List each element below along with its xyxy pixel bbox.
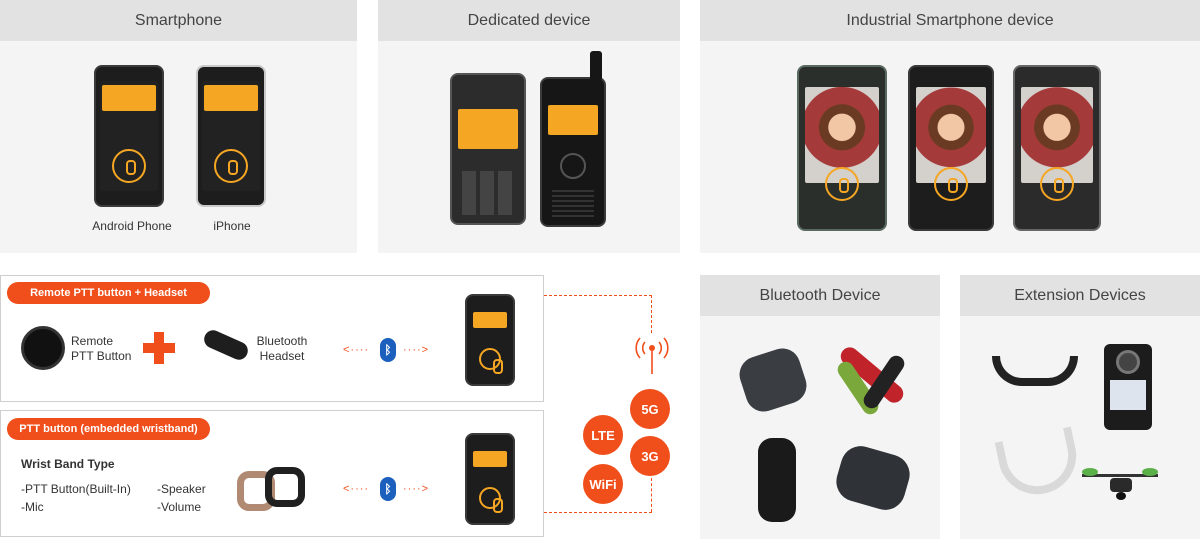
body-camera-image	[1104, 344, 1152, 430]
ptt-mic-icon	[112, 149, 146, 183]
connection-arrow-left: <····	[343, 483, 370, 495]
extension-devices-panel: Extension Devices	[960, 275, 1200, 539]
network-lte-badge: LTE	[583, 415, 623, 455]
plus-icon	[143, 332, 175, 364]
android-phone-image	[94, 65, 164, 207]
panel-title: Dedicated device	[378, 0, 680, 41]
ptt-mic-icon	[479, 348, 503, 374]
dedicated-device-panel: Dedicated device	[378, 0, 680, 253]
wristband-badge: PTT button (embedded wristband)	[7, 418, 210, 440]
rugged-keypad-phone-image	[450, 73, 526, 225]
wrist-band-features-right: -Speaker -Volume	[157, 482, 206, 514]
wristband-image	[265, 467, 305, 507]
remote-ptt-button-image	[21, 326, 65, 370]
industrial-smartphone-panel: Industrial Smartphone device	[700, 0, 1200, 253]
helmet-mount-image	[992, 356, 1078, 386]
ptt-phone-image	[465, 294, 515, 386]
ptt-mic-icon	[934, 167, 968, 201]
remote-ptt-headset-box: Remote PTT Button Bluetooth Headset <···…	[0, 275, 544, 402]
panel-title: Industrial Smartphone device	[700, 0, 1200, 41]
smartphone-panel: Smartphone Android Phone iPhone	[0, 0, 357, 253]
industrial-phone-image	[908, 65, 994, 231]
panel-title: Smartphone	[0, 0, 357, 41]
network-connector-right	[651, 478, 652, 512]
bluetooth-device-panel: Bluetooth Device	[700, 275, 940, 539]
network-connector-top	[544, 295, 652, 296]
ptt-mic-icon	[214, 149, 248, 183]
panel-title: Bluetooth Device	[700, 275, 940, 316]
network-connector-right	[651, 295, 652, 333]
bluetooth-speaker-mic-image	[734, 343, 812, 417]
wrist-band-features-left: -PTT Button(Built-In) -Mic	[21, 482, 131, 514]
remote-ptt-badge: Remote PTT button + Headset	[7, 282, 210, 304]
ptt-phone-image	[465, 433, 515, 525]
network-connector-bottom	[544, 512, 652, 513]
android-phone-caption: Android Phone	[92, 219, 172, 233]
remote-ptt-label: Remote PTT Button	[71, 334, 132, 363]
ptt-mic-icon	[1040, 167, 1074, 201]
drone-image	[1082, 468, 1158, 500]
connection-arrow-right: ····>	[403, 483, 430, 495]
bluetooth-headset-image	[201, 327, 251, 363]
bluetooth-earpiece-image	[758, 438, 796, 522]
iphone-image	[196, 65, 266, 207]
bluetooth-icon: ᛒ	[380, 477, 396, 501]
panel-title: Extension Devices	[960, 275, 1200, 316]
ptt-mic-icon	[479, 487, 503, 513]
bluetooth-icon: ᛒ	[380, 338, 396, 362]
neckband-image	[994, 426, 1084, 502]
connection-arrow-left: <····	[343, 344, 370, 356]
antenna-icon	[635, 337, 669, 374]
wrist-band-type-title: Wrist Band Type	[21, 457, 115, 471]
iphone-caption: iPhone	[213, 219, 251, 233]
industrial-phone-image	[797, 65, 887, 231]
ptt-mic-icon	[825, 167, 859, 201]
network-3g-badge: 3G	[630, 436, 670, 476]
industrial-phone-image	[1013, 65, 1101, 231]
network-5g-badge: 5G	[630, 389, 670, 429]
bluetooth-headset-label: Bluetooth Headset	[256, 334, 308, 363]
bluetooth-speakerphone-image	[831, 441, 915, 515]
network-wifi-badge: WiFi	[583, 464, 623, 504]
connection-arrow-right: ····>	[403, 344, 430, 356]
ptt-radio-device-image	[540, 51, 606, 227]
